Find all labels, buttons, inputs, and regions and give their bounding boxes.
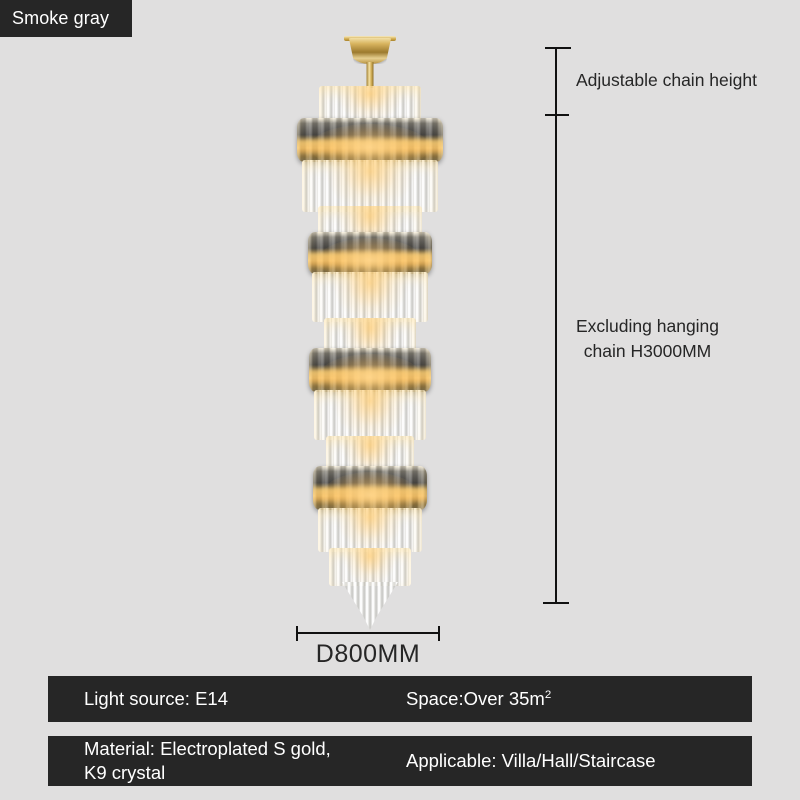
horizontal-dimension-line [296,632,440,634]
crystal-tier-3 [309,348,431,392]
crystal-curtain-4a [318,508,422,552]
crystal-finial [342,582,398,630]
dimension-tick-top [545,47,571,49]
crystal-curtain-1b [302,160,438,212]
spec-row-1: Light source: E14 Space:Over 35m2 [48,676,752,722]
diameter-label: D800MM [315,640,421,668]
crystal-tier-2 [308,232,432,274]
product-image [230,20,510,640]
spec-applicable: Applicable: Villa/Hall/Staircase [406,749,656,771]
spec-space-text: Space:Over 35m [406,687,545,709]
chain-height-annotation: Adjustable chain height [576,70,757,90]
dimension-tick-right [438,626,440,641]
crystal-tier-4 [313,466,427,510]
dimension-tick-middle [545,114,569,116]
vertical-dimension-line [555,48,557,604]
ceiling-canopy-icon [348,38,392,64]
dimension-tick-bottom [543,602,569,604]
spec-light-source: Light source: E14 [84,687,228,709]
color-variant-badge: Smoke gray [0,0,132,37]
drop-rod [366,62,374,88]
crystal-curtain-4b [329,548,411,586]
spec-space: Space:Over 35m2 [388,687,752,711]
crystal-tier-1 [297,118,443,162]
body-height-annotation: Excluding hanging chain H3000MM [576,316,720,361]
color-variant-label: Smoke gray [12,8,110,28]
crystal-curtain-3a [314,390,426,440]
crystal-curtain-1a [319,86,421,122]
crystal-curtain-2a [312,272,428,322]
spec-material: Material: Electroplated S gold, K9 cryst… [84,737,331,783]
spec-space-superscript: 2 [544,688,552,701]
spec-row-2: Material: Electroplated S gold, K9 cryst… [48,736,752,786]
dimension-tick-left [296,626,298,641]
